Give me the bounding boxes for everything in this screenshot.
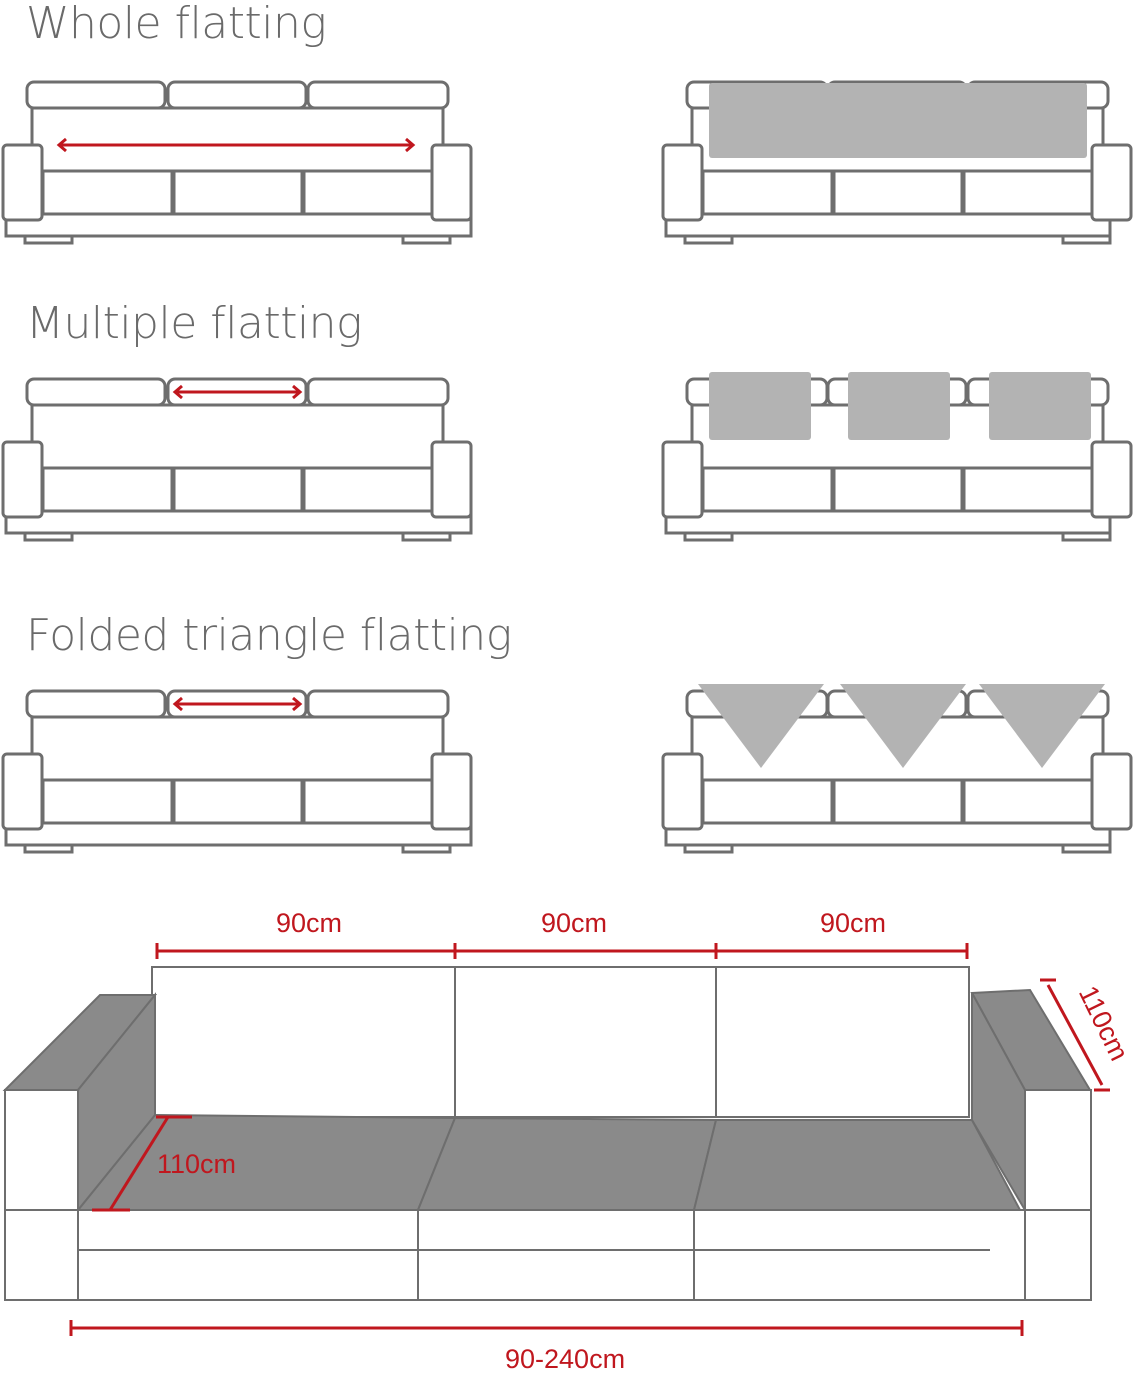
seat-width-label-3: 90cm [820, 908, 887, 938]
sofa-diagram-multiple-flatting-cover [661, 372, 1133, 542]
sofa-diagram-whole-flatting-cover [661, 80, 1133, 245]
seat-width-label-1: 90cm [276, 908, 343, 938]
dimension-lines [69, 943, 1110, 1336]
cover-sheet-whole [709, 83, 1087, 158]
section-title-multiple-flatting: Multiple flatting [26, 298, 362, 349]
sofa-diagram-multiple-flatting-measure [1, 377, 473, 542]
cushion-measure-arrow [172, 696, 303, 712]
triangle-cover-1 [698, 684, 824, 768]
width-measure-arrow [56, 137, 416, 153]
seat-width-label-2: 90cm [541, 908, 608, 938]
cover-sheet-1 [709, 372, 811, 440]
sofa-dimension-diagram [2, 943, 1110, 1336]
total-length-label: 90-240cm [505, 1344, 626, 1374]
sofa-diagram-folded-flatting-measure [1, 689, 473, 854]
cushion-measure-arrow [172, 384, 303, 400]
seat-depth-label: 110cm [157, 1149, 237, 1179]
triangle-cover-3 [979, 684, 1105, 768]
cover-sheet-2 [848, 372, 950, 440]
sofa-diagram-folded-flatting-cover [661, 684, 1133, 854]
cover-sheet-3 [989, 372, 1091, 440]
section-title-whole-flatting: Whole flatting [26, 0, 327, 49]
section-title-folded-triangle-flatting: Folded triangle flatting [26, 610, 512, 661]
sofa-diagram-whole-flatting-measure [1, 80, 473, 245]
triangle-cover-2 [840, 684, 966, 768]
